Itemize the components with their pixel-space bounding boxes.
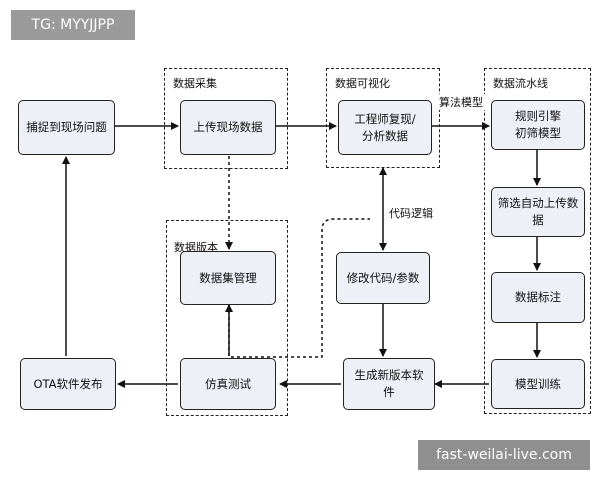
node-upload-data: 上传现场数据 bbox=[180, 100, 276, 155]
dotted-path-simulation-to-code-logic bbox=[228, 218, 370, 358]
node-modify-code: 修改代码/参数 bbox=[336, 252, 430, 304]
node-data-labeling: 数据标注 bbox=[491, 272, 585, 323]
node-auto-upload-filter: 筛选自动上传数据 bbox=[491, 187, 585, 237]
watermark-bottom-right: fast-weilai-live.com bbox=[418, 440, 590, 470]
node-generate-version: 生成新版本软件 bbox=[343, 358, 435, 410]
group-label-data-pipeline: 数据流水线 bbox=[492, 75, 549, 91]
group-data-versioning bbox=[166, 220, 288, 416]
node-capture-issue: 捕捉到现场问题 bbox=[18, 100, 115, 155]
node-dataset-management: 数据集管理 bbox=[180, 251, 276, 305]
edge-label-algorithm-model: 算法模型 bbox=[437, 94, 485, 110]
node-model-training: 模型训练 bbox=[491, 359, 585, 409]
group-data-pipeline bbox=[484, 68, 591, 414]
group-data-collection bbox=[164, 68, 288, 169]
node-simulation-test: 仿真测试 bbox=[180, 358, 276, 410]
node-rule-engine: 规则引擎初筛模型 bbox=[491, 100, 585, 150]
group-data-visualization bbox=[326, 68, 440, 168]
node-ota-release: OTA软件发布 bbox=[20, 358, 116, 410]
group-label-data-visualization: 数据可视化 bbox=[334, 75, 391, 91]
node-engineer-review: 工程师复现/分析数据 bbox=[338, 100, 432, 155]
group-label-data-collection: 数据采集 bbox=[172, 75, 218, 91]
watermark-top-left: TG: MYYJJPP bbox=[11, 10, 135, 40]
edge-label-code-logic: 代码逻辑 bbox=[387, 205, 435, 221]
